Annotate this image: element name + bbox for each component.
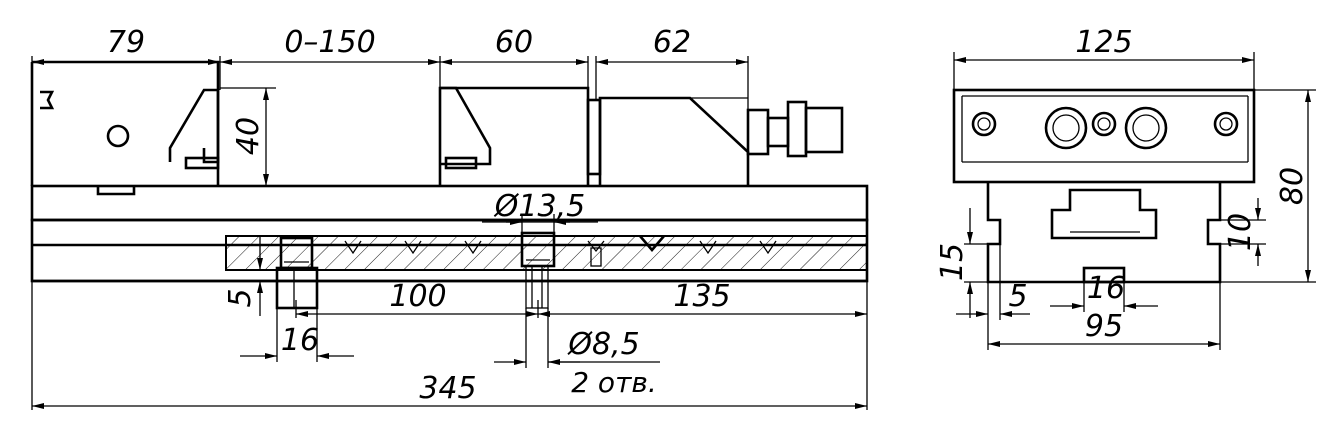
dim-60: 60 [495,25,533,60]
front-dimension-text: 79 0–150 60 62 40 Ø13,5 100 135 5 16 Ø8,… [107,25,731,406]
front-view: 79 0–150 60 62 40 Ø13,5 100 135 5 16 Ø8,… [30,25,869,410]
dim-15: 15 [935,243,970,281]
side-body [952,88,1256,284]
dim-16: 16 [281,323,319,358]
dim-135: 135 [673,279,730,314]
dim-diameter-13-5: Ø13,5 [493,189,585,224]
front-dimension-lines [31,56,868,410]
dim-80: 80 [1275,167,1310,205]
dim-5-side: 5 [1008,279,1027,314]
side-dimension-lines [953,52,1316,350]
dim-125: 125 [1075,25,1132,60]
dim-5: 5 [223,288,258,307]
side-dimension-text: 125 80 10 15 5 16 95 [935,25,1310,344]
dim-62: 62 [653,25,691,60]
dim-95: 95 [1085,309,1123,344]
side-view: 125 80 10 15 5 16 95 [935,25,1316,350]
fixed-jaw [30,60,220,196]
dim-40: 40 [231,117,266,155]
dim-0-150: 0–150 [284,25,375,60]
side-screws [971,106,1239,150]
section-cut [225,231,868,271]
dim-diameter-8-5: Ø8,5 [566,327,639,362]
dim-100: 100 [389,279,446,314]
dim-10: 10 [1223,213,1258,251]
dim-345: 345 [419,371,476,406]
rear-block [598,96,844,186]
dim-16-side: 16 [1087,271,1125,306]
moving-jaw [438,86,602,186]
holes-count: 2 отв. [571,366,657,399]
dim-79: 79 [107,25,145,60]
t-keys [275,265,549,310]
